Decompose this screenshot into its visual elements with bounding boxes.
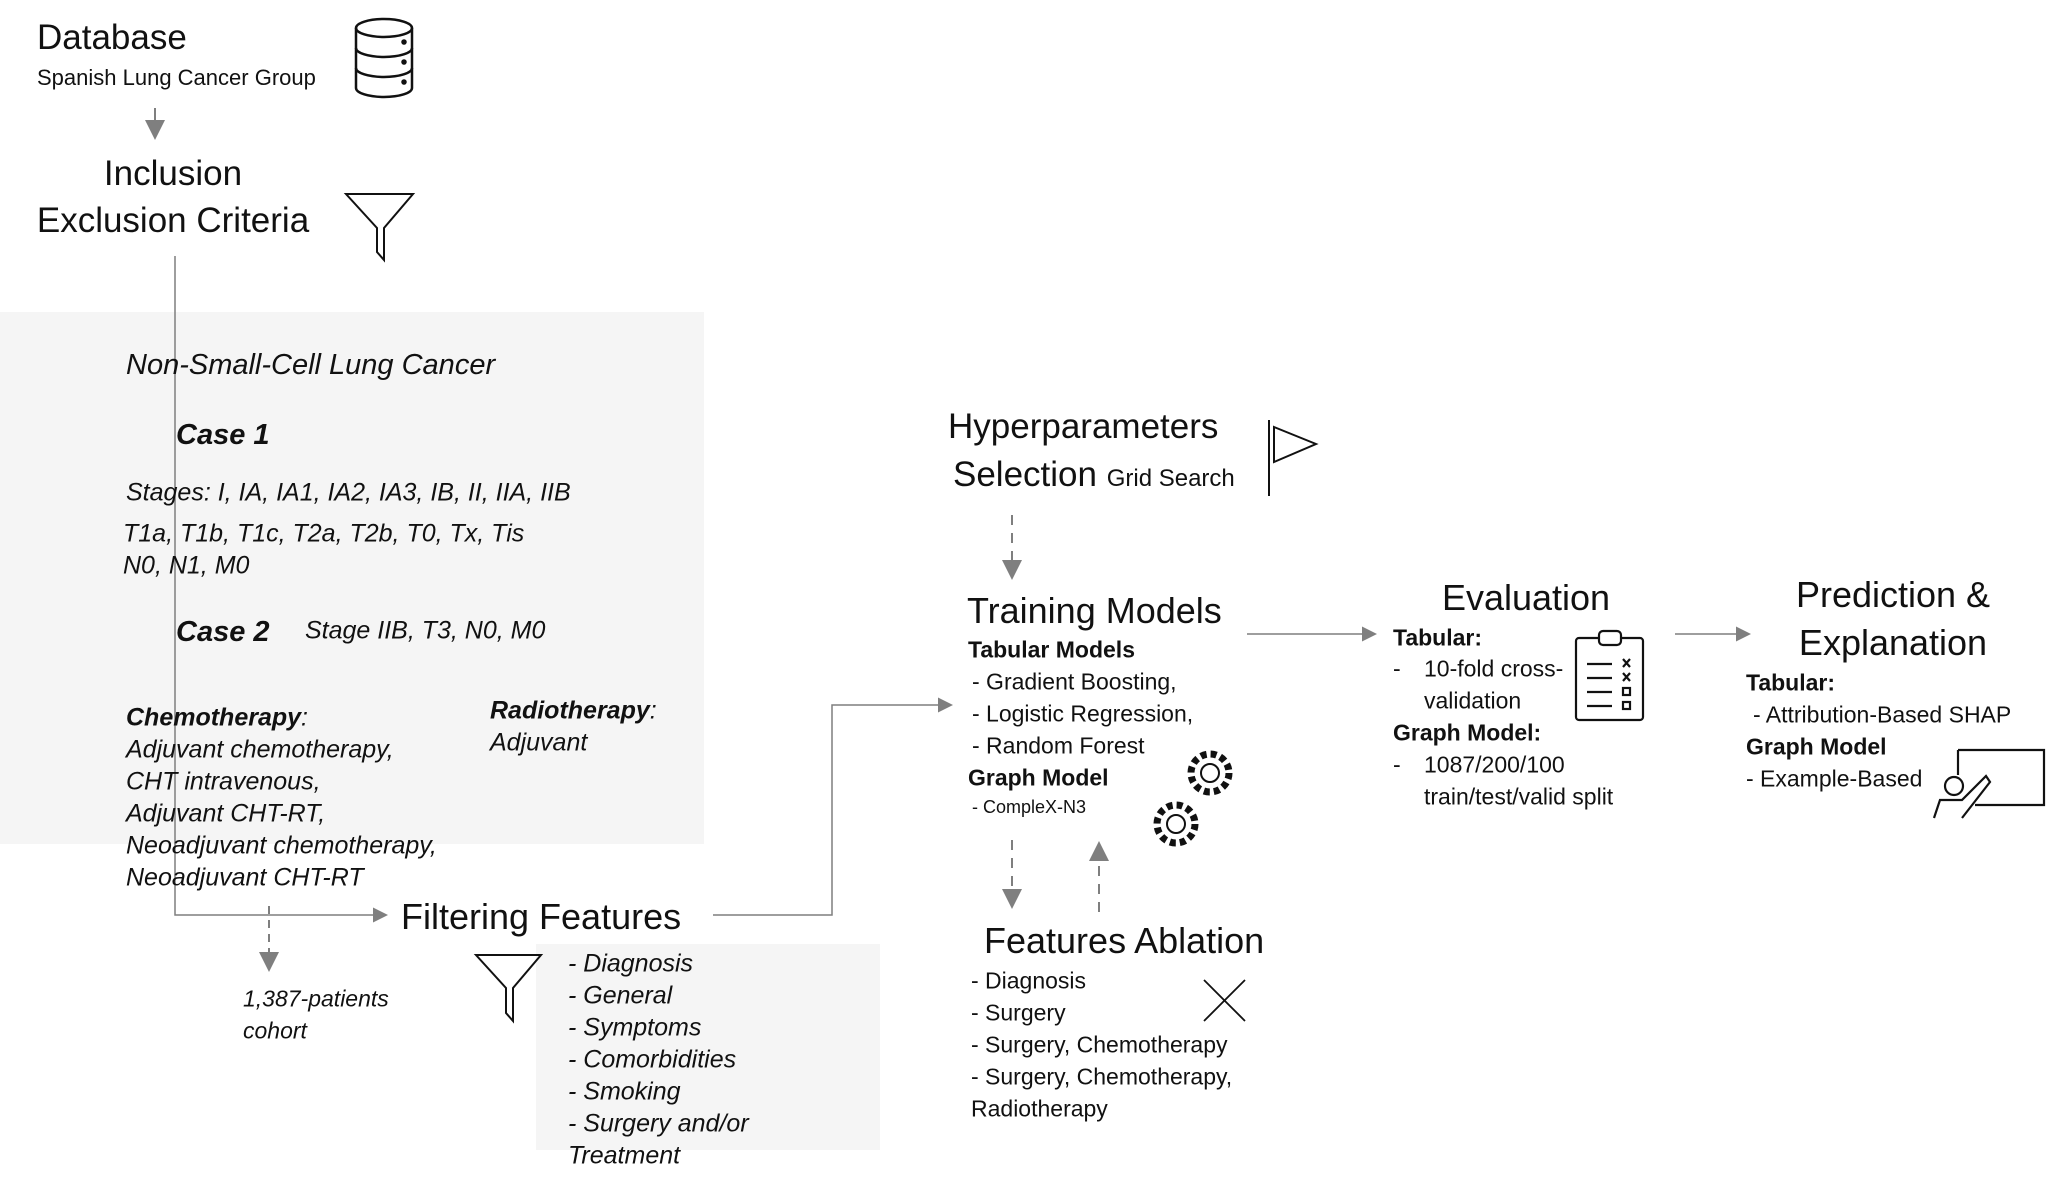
database-subtitle: Spanish Lung Cancer Group xyxy=(37,64,316,90)
radiotherapy-label-text: Radiotherapy xyxy=(490,696,650,725)
chemotherapy-label: Chemotherapy: xyxy=(126,704,308,732)
clipboard-checklist-icon xyxy=(1574,629,1645,722)
funnel-icon xyxy=(343,193,416,263)
training-tabular-label: Tabular Models xyxy=(968,636,1135,663)
database-title: Database xyxy=(37,17,187,57)
evaluation-tabular-line1: 10-fold cross- xyxy=(1424,655,1564,682)
hyper-grid-search: Grid Search xyxy=(1106,464,1235,492)
case1-t: T1a, T1b, T1c, T2a, T2b, T0, Tx, Tis xyxy=(123,519,525,548)
case1-label: Case 1 xyxy=(176,419,270,452)
inclusion-title-line2: Exclusion Criteria xyxy=(36,200,310,240)
ablation-item: - Diagnosis xyxy=(971,967,1087,994)
filtering-features-panel xyxy=(536,944,880,1150)
evaluation-tabular-line2: validation xyxy=(1424,687,1522,714)
arrow-criteria-to-filtering xyxy=(174,256,388,923)
hyper-title-line2: Selection Grid Search xyxy=(953,454,1235,495)
evaluation-title: Evaluation xyxy=(1441,577,1611,619)
chemo-item: Adjuvant chemotherapy, xyxy=(126,735,394,764)
prediction-title-line1: Prediction & xyxy=(1795,574,1991,616)
ablation-item: - Surgery, Chemotherapy xyxy=(971,1031,1228,1058)
chemotherapy-colon: : xyxy=(301,703,308,732)
filtering-item: - Comorbidities xyxy=(568,1045,737,1074)
evaluation-graph-label: Graph Model: xyxy=(1393,719,1542,746)
training-graph-label: Graph Model xyxy=(968,764,1109,791)
cohort-line1: 1,387-patients xyxy=(243,985,389,1012)
ablation-title: Features Ablation xyxy=(984,920,1265,962)
chemo-item: CHT intravenous, xyxy=(126,767,321,796)
training-graph-item: - CompleX-N3 xyxy=(972,797,1087,818)
funnel-icon xyxy=(473,954,544,1024)
case1-nm: N0, N1, M0 xyxy=(123,551,250,580)
case1-stages: Stages: I, IA, IA1, IA2, IA3, IB, II, II… xyxy=(126,478,571,507)
filtering-title: Filtering Features xyxy=(401,896,682,938)
evaluation-tabular-label: Tabular: xyxy=(1393,624,1483,651)
training-tabular-item: - Logistic Regression, xyxy=(972,700,1194,727)
ablation-item: - Surgery xyxy=(971,999,1066,1026)
training-tabular-item: - Gradient Boosting, xyxy=(972,668,1177,695)
filtering-item: - Diagnosis xyxy=(568,949,694,978)
filtering-item: - Surgery and/or xyxy=(568,1109,749,1138)
evaluation-dash: - xyxy=(1393,751,1401,778)
ablation-item: - Surgery, Chemotherapy, xyxy=(971,1063,1233,1090)
training-title: Training Models xyxy=(967,590,1222,632)
database-icon xyxy=(354,17,414,99)
chemo-item: Neoadjuvant CHT-RT xyxy=(126,863,364,892)
inclusion-title-line1: Inclusion xyxy=(103,153,243,193)
evaluation-graph-line2: train/test/valid split xyxy=(1424,783,1614,810)
arrow-filtering-to-training xyxy=(713,697,953,916)
criteria-heading: Non-Small-Cell Lung Cancer xyxy=(126,349,496,382)
prediction-title-line2: Explanation xyxy=(1798,622,1988,664)
prediction-tabular-label: Tabular: xyxy=(1746,669,1836,696)
cohort-line2: cohort xyxy=(243,1017,307,1044)
filtering-item: - Smoking xyxy=(568,1077,681,1106)
ablation-item: Radiotherapy xyxy=(971,1095,1108,1122)
chemotherapy-label-text: Chemotherapy xyxy=(126,703,302,732)
evaluation-graph-line1: 1087/200/100 xyxy=(1424,751,1565,778)
presenter-icon xyxy=(1932,748,2046,819)
prediction-graph-label: Graph Model xyxy=(1746,733,1887,760)
chemo-item: Neoadjuvant chemotherapy, xyxy=(126,831,437,860)
filtering-item: - General xyxy=(568,981,673,1010)
training-tabular-item: - Random Forest xyxy=(972,732,1145,759)
gears-icon xyxy=(1153,750,1233,847)
filtering-item: - Symptoms xyxy=(568,1013,702,1042)
prediction-graph-item: - Example-Based xyxy=(1746,765,1923,792)
evaluation-dash: - xyxy=(1393,655,1401,682)
filtering-item: Treatment xyxy=(568,1141,681,1170)
criteria-panel xyxy=(0,312,704,844)
case2-label: Case 2 xyxy=(176,616,270,649)
hyper-title-line1: Hyperparameters xyxy=(948,406,1219,446)
hyper-selection: Selection xyxy=(953,454,1097,494)
radiotherapy-value: Adjuvant xyxy=(490,728,588,757)
chemo-item: Adjuvant CHT-RT, xyxy=(126,799,326,828)
case2-detail: Stage IIB, T3, N0, M0 xyxy=(305,616,546,645)
radiotherapy-label: Radiotherapy: xyxy=(490,697,657,725)
flag-icon xyxy=(1268,420,1319,496)
prediction-tabular-item: - Attribution-Based SHAP xyxy=(1753,701,2012,728)
radiotherapy-colon: : xyxy=(649,696,657,725)
close-x-icon xyxy=(1203,979,1246,1022)
